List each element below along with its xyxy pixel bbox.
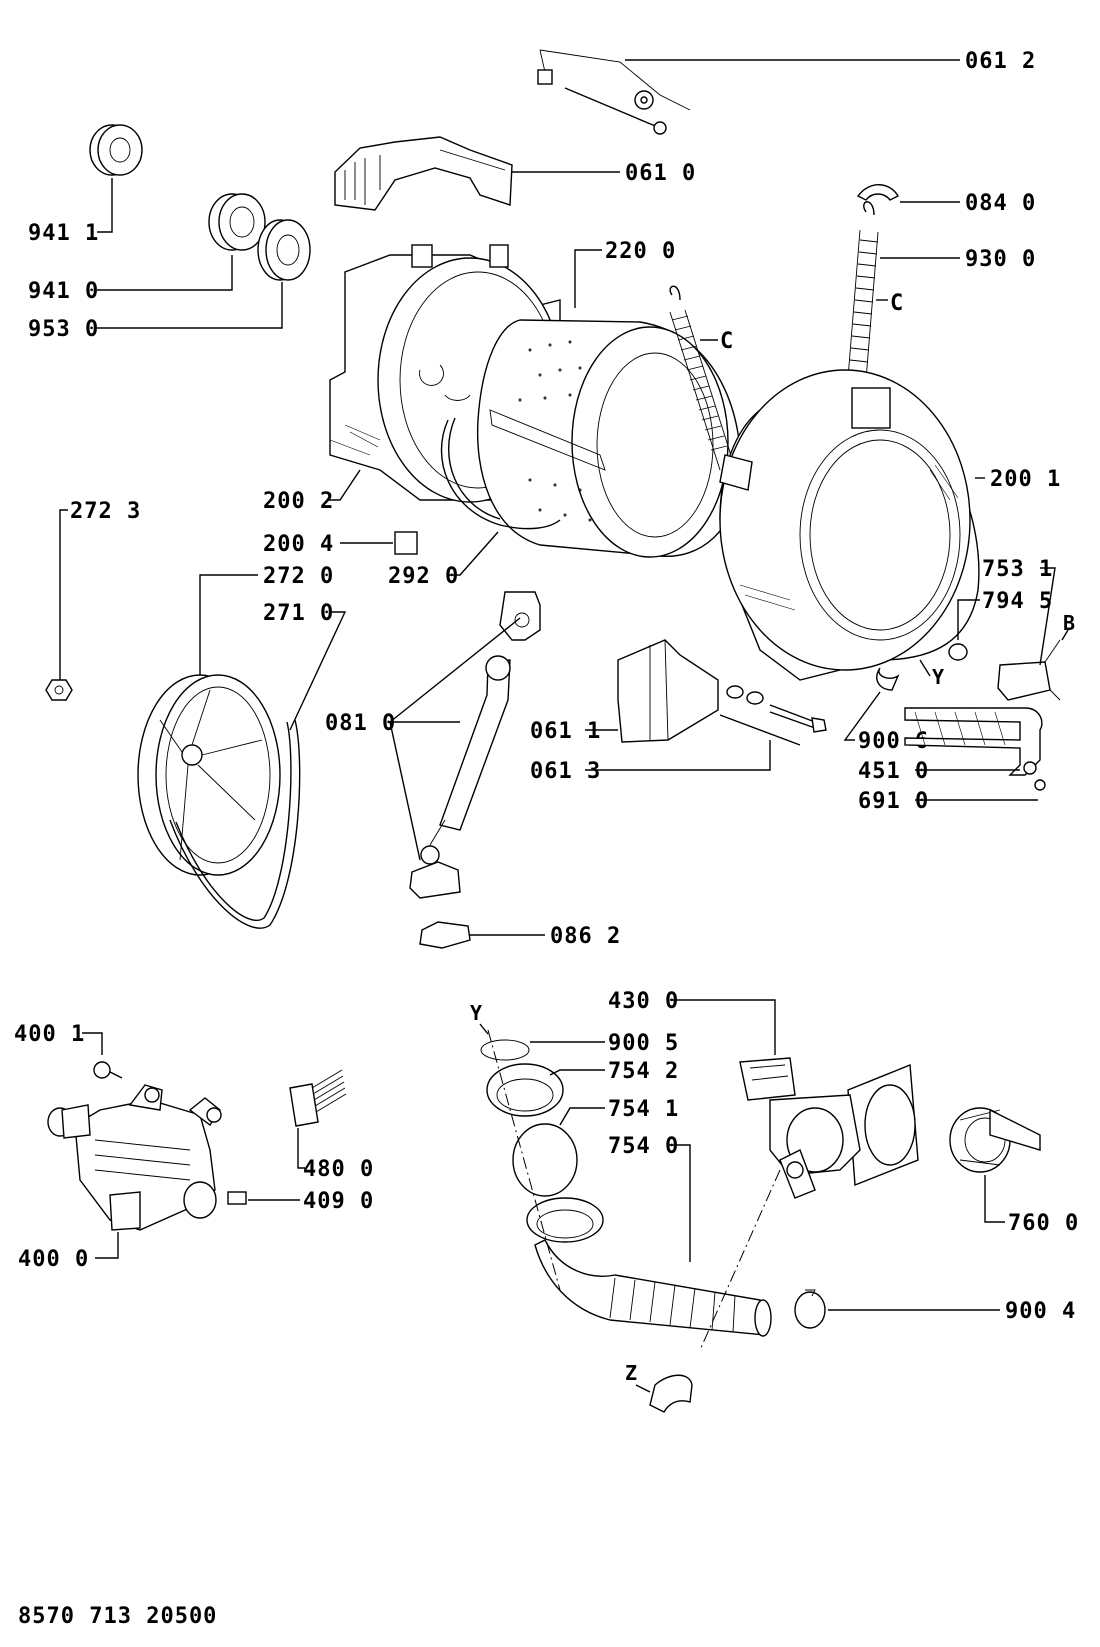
callout-084-0: 084 0	[965, 191, 1036, 216]
clamp-900-4	[794, 1289, 826, 1329]
callout-941-1: 941 1	[28, 221, 99, 246]
callout-409-0: 409 0	[303, 1189, 374, 1214]
belt-part	[169, 719, 301, 929]
hose-elbow-z	[649, 1374, 693, 1413]
callout-271-0: 271 0	[263, 601, 334, 626]
callout-754-0: 754 0	[608, 1134, 679, 1159]
upper-counterweight-part	[334, 136, 513, 211]
sump-hose-754-0	[526, 1197, 772, 1337]
bearing-941-0	[208, 193, 266, 251]
callout-400-1: 400 1	[14, 1022, 85, 1047]
left-spring-part	[669, 285, 736, 471]
callout-400-0: 400 0	[18, 1247, 89, 1272]
motor-connector-753-1	[997, 639, 1061, 701]
callout-480-0: 480 0	[303, 1157, 374, 1182]
motor-bolt-400-1	[93, 1061, 123, 1079]
callout-794-5: 794 5	[982, 589, 1053, 614]
pulley-nut-272-3	[45, 679, 73, 701]
callout-272-0: 272 0	[263, 564, 334, 589]
front-tub-part	[719, 369, 980, 681]
connector-480-0	[289, 1069, 347, 1127]
small-bearing-941-1	[89, 124, 143, 176]
counterweight-rod-part	[537, 49, 691, 135]
callout-953-0: 953 0	[28, 317, 99, 342]
callout-061-0: 061 0	[625, 161, 696, 186]
callout-691-0: 691 0	[858, 789, 929, 814]
callout-754-2: 754 2	[608, 1059, 679, 1084]
callout-061-1: 061 1	[530, 719, 601, 744]
callout-061-2: 061 2	[965, 49, 1036, 74]
marker-y-upper: Y	[932, 665, 944, 689]
callout-200-4: 200 4	[263, 532, 334, 557]
drum-seal-ring	[440, 419, 561, 530]
callout-760-0: 760 0	[1008, 1211, 1079, 1236]
callout-200-2: 200 2	[263, 489, 334, 514]
callout-061-3: 061 3	[530, 759, 601, 784]
callout-900-5: 900 5	[608, 1031, 679, 1056]
marker-z: Z	[625, 1361, 637, 1385]
motor-part	[47, 1084, 222, 1231]
spring-clip-084-0	[856, 184, 899, 201]
clip-900-6	[876, 667, 900, 691]
callout-086-2: 086 2	[550, 924, 621, 949]
marker-c-left: C	[720, 329, 734, 354]
marker-b: B	[1063, 611, 1075, 635]
callout-081-0: 081 0	[325, 711, 396, 736]
callout-941-0: 941 0	[28, 279, 99, 304]
right-spring-part	[847, 201, 879, 381]
shock-absorber-part	[409, 591, 541, 899]
marker-y-lower: Y	[470, 1001, 482, 1025]
callout-451-0: 451 0	[858, 759, 929, 784]
drain-pump-430-0	[739, 1057, 919, 1199]
bearing-953-0	[257, 219, 311, 281]
marker-c-right: C	[890, 291, 904, 316]
heater-element-451-0	[904, 707, 1046, 791]
callout-272-3: 272 3	[70, 499, 141, 524]
callout-754-1: 754 1	[608, 1097, 679, 1122]
pulley-part	[137, 674, 281, 876]
shock-bracket-086-2	[419, 921, 471, 949]
callout-430-0: 430 0	[608, 989, 679, 1014]
front-counterweight-part	[617, 639, 719, 743]
drum-part	[476, 319, 742, 558]
motor-clip-409-0	[227, 1191, 247, 1205]
drawing-code: 8570 713 20500	[18, 1604, 218, 1629]
clamp-900-5	[480, 1039, 530, 1061]
filter-ball-754-1	[512, 1123, 578, 1197]
callout-220-0: 220 0	[605, 239, 676, 264]
ntc-sensor-794-5	[948, 643, 968, 661]
callout-292-0: 292 0	[388, 564, 459, 589]
callout-753-1: 753 1	[982, 557, 1053, 582]
pump-filter-760-0	[949, 1107, 1041, 1173]
seal-ring-754-2	[486, 1063, 564, 1117]
tub-clip-200-4	[394, 531, 418, 555]
callout-900-4: 900 4	[1005, 1299, 1076, 1324]
bolt-set-061-3	[726, 685, 827, 733]
callout-200-1: 200 1	[990, 467, 1061, 492]
callout-930-0: 930 0	[965, 247, 1036, 272]
